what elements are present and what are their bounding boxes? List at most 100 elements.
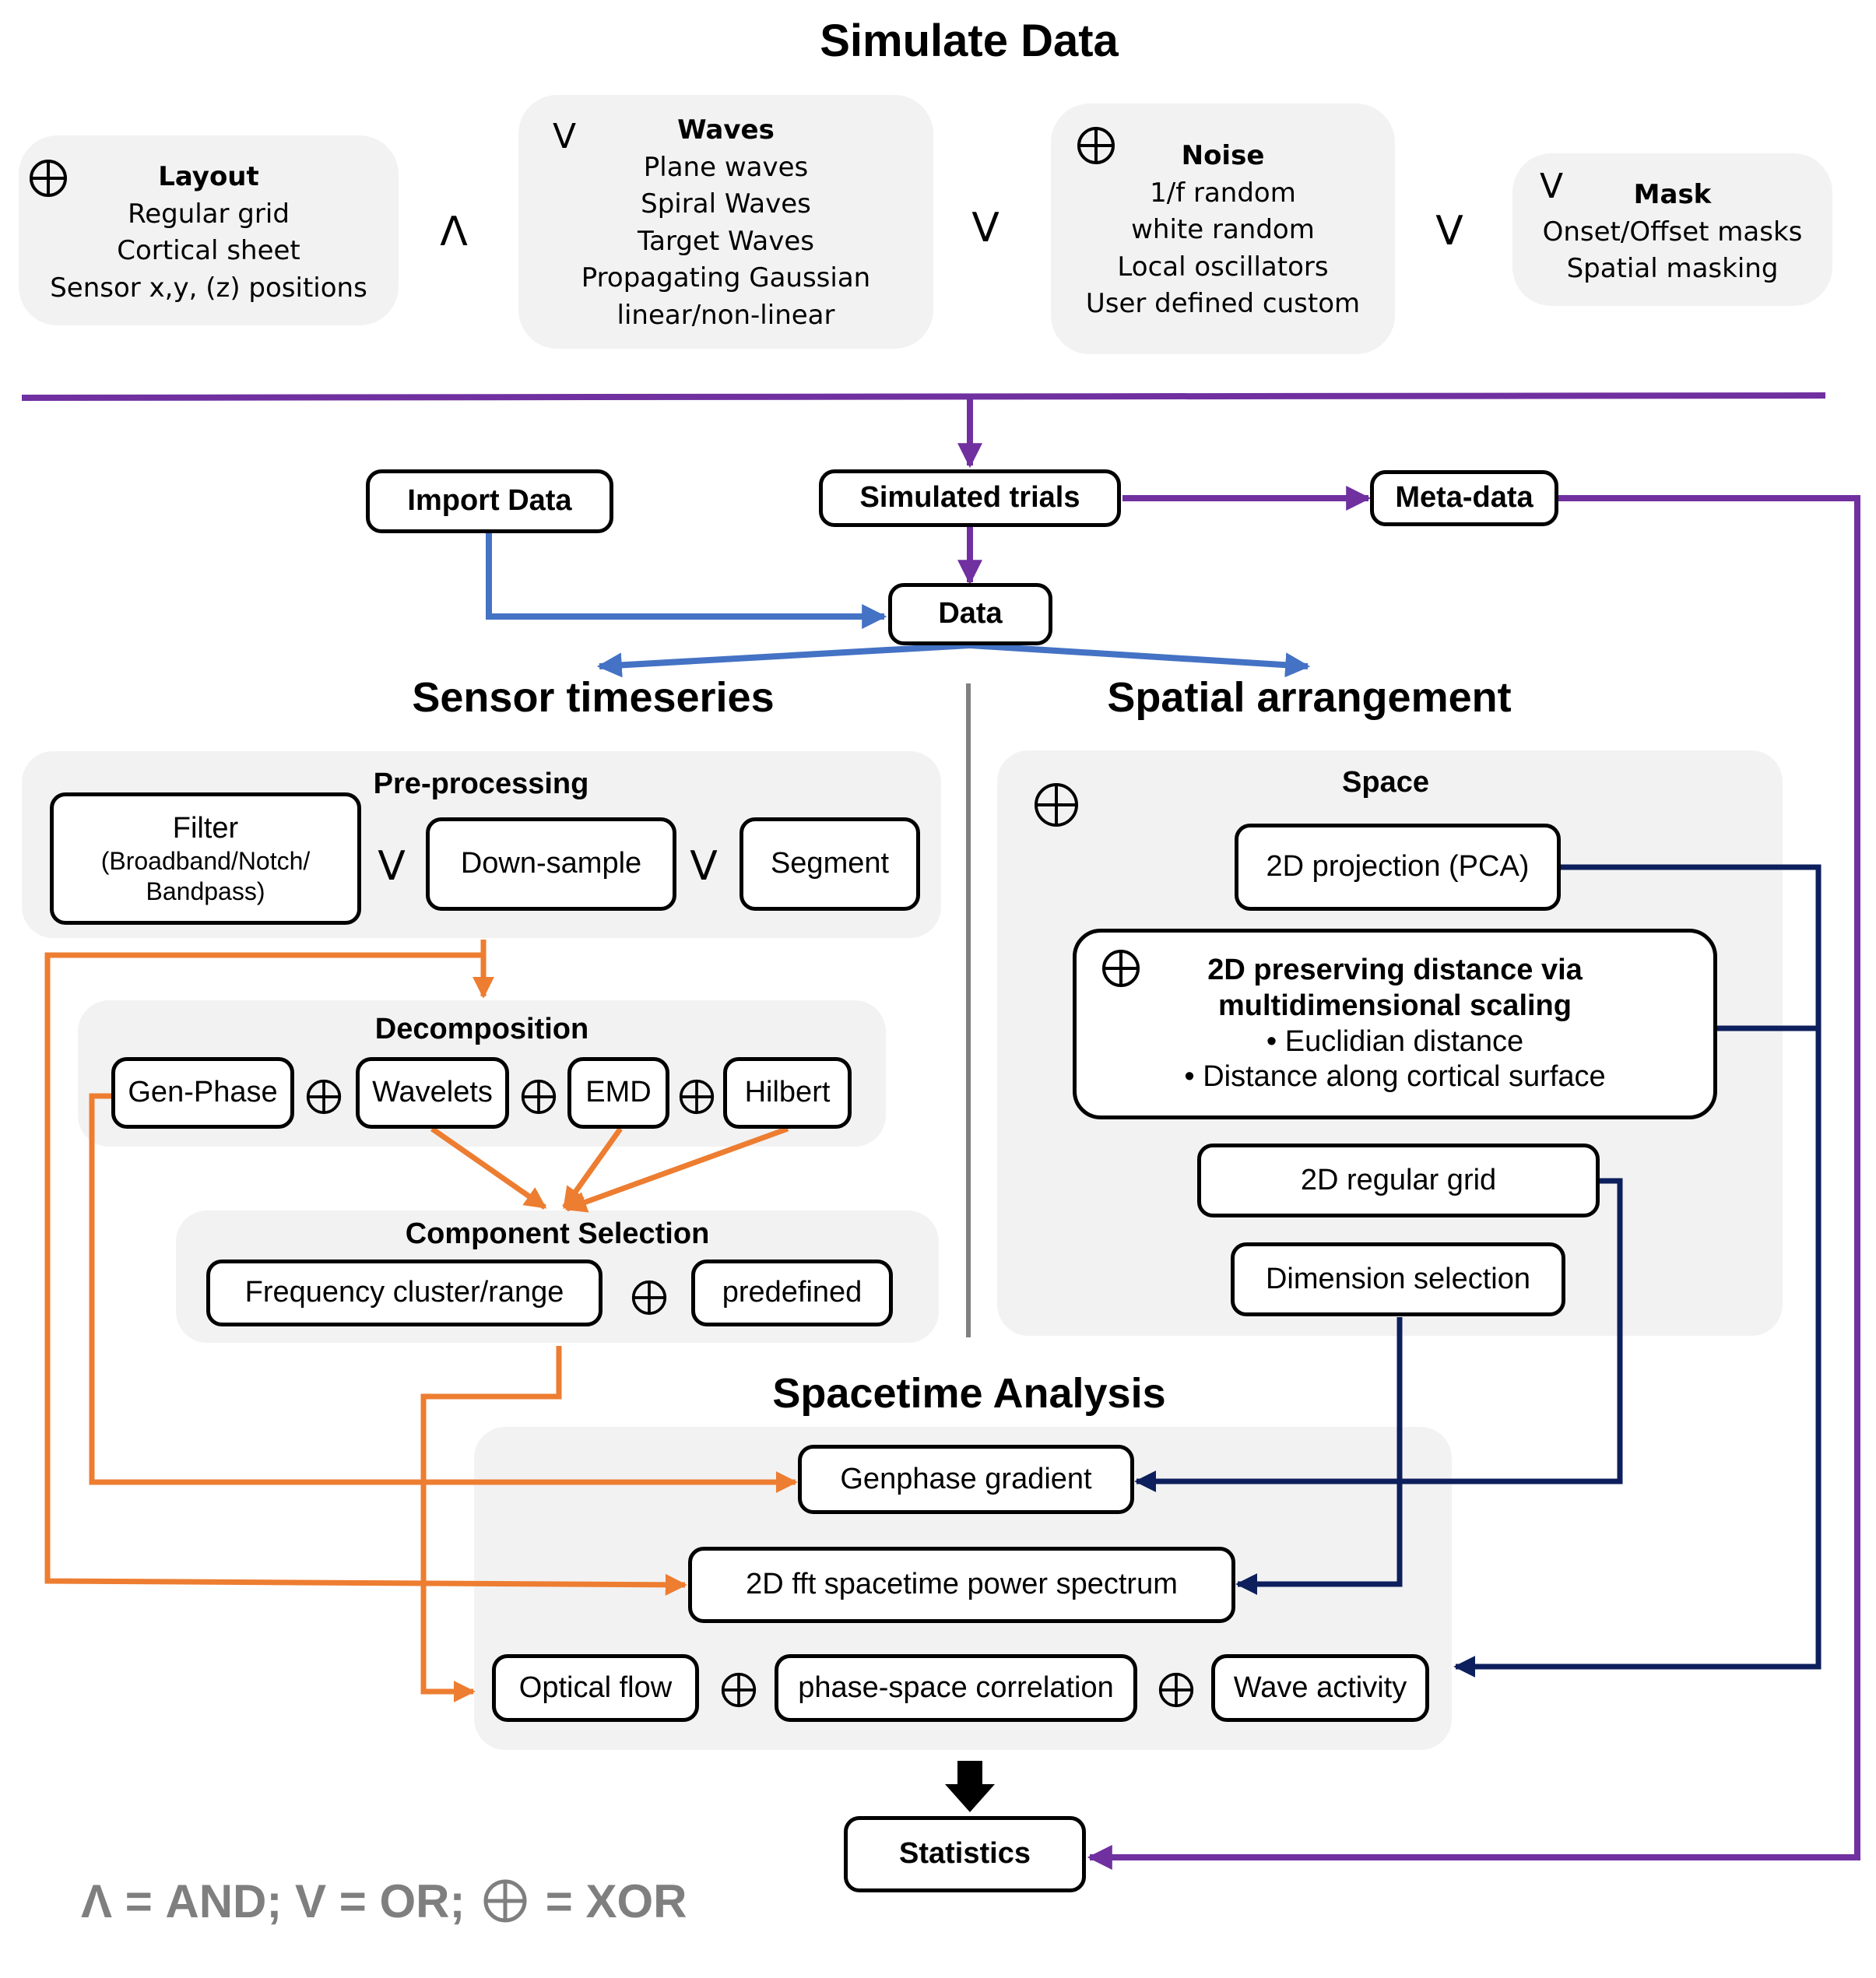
simulated-trials-label: Simulated trials bbox=[859, 481, 1080, 515]
card-noise-heading: Noise bbox=[1181, 140, 1265, 171]
title-spacetime-analysis: Spacetime Analysis bbox=[772, 1370, 1166, 1417]
mds-bullet-text: Distance along cortical surface bbox=[1203, 1060, 1606, 1094]
card-layout-line: Cortical sheet bbox=[117, 235, 300, 267]
card-mask-heading: Mask bbox=[1633, 179, 1712, 210]
or-operator: V bbox=[1539, 167, 1564, 206]
optical-flow-node[interactable]: Optical flow bbox=[492, 1654, 699, 1722]
genphase-gradient-label: Genphase gradient bbox=[840, 1462, 1092, 1495]
card-noise-line: 1/f random bbox=[1150, 177, 1296, 209]
meta-data-label: Meta-data bbox=[1395, 481, 1533, 515]
pca-label: 2D projection (PCA) bbox=[1266, 850, 1530, 884]
decomposition-title: Decomposition bbox=[374, 1013, 589, 1045]
purple-wires bbox=[21, 392, 1860, 1870]
wave-activity-label: Wave activity bbox=[1233, 1671, 1407, 1704]
card-noise-line: Local oscillators bbox=[1117, 251, 1329, 283]
wire-data-to-sensor bbox=[596, 642, 971, 678]
wire-selection-to-optical-flow bbox=[420, 1346, 562, 1702]
xor-icon bbox=[679, 1079, 715, 1115]
card-waves: Waves Plane waves Spiral Waves Target Wa… bbox=[518, 95, 933, 349]
fft-node[interactable]: 2D fft spacetime power spectrum bbox=[688, 1547, 1235, 1623]
title-sensor-timeseries: Sensor timeseries bbox=[412, 674, 775, 721]
or-operator: V bbox=[1435, 208, 1463, 255]
card-mask-line: Onset/Offset masks bbox=[1542, 216, 1803, 248]
wavelets-node[interactable]: Wavelets bbox=[356, 1057, 509, 1129]
card-waves-line: Target Waves bbox=[637, 225, 815, 257]
card-waves-line: Spiral Waves bbox=[641, 188, 811, 220]
data-node[interactable]: Data bbox=[888, 583, 1052, 645]
segment-label: Segment bbox=[770, 847, 890, 880]
xor-icon bbox=[1158, 1672, 1194, 1708]
regular-grid-node[interactable]: 2D regular grid bbox=[1197, 1144, 1600, 1217]
legend-xor: = XOR bbox=[545, 1875, 687, 1927]
xor-icon bbox=[306, 1079, 342, 1115]
downsample-node[interactable]: Down-sample bbox=[426, 817, 676, 911]
card-layout-heading: Layout bbox=[158, 161, 259, 192]
card-waves-line: Propagating Gaussian bbox=[581, 262, 871, 294]
wire-emd-to-selection bbox=[562, 1126, 623, 1210]
hilbert-node[interactable]: Hilbert bbox=[723, 1057, 852, 1129]
predefined-node[interactable]: predefined bbox=[691, 1260, 893, 1326]
filter-node[interactable]: Filter (Broadband/Notch/ Bandpass) bbox=[50, 792, 361, 925]
frequency-node[interactable]: Frequency cluster/range bbox=[206, 1260, 602, 1326]
hilbert-label: Hilbert bbox=[744, 1076, 831, 1109]
space-title: Space bbox=[1342, 766, 1429, 799]
import-data-node[interactable]: Import Data bbox=[366, 469, 613, 533]
card-layout-line: Sensor x,y, (z) positions bbox=[50, 272, 367, 304]
wavelets-label: Wavelets bbox=[372, 1076, 493, 1109]
wire-meta-to-statistics bbox=[1087, 495, 1860, 1870]
or-operator: V bbox=[378, 843, 406, 890]
and-operator: Λ bbox=[440, 209, 468, 255]
legend-and-or: Λ = AND; V = OR; bbox=[81, 1875, 465, 1927]
mds-bullet: • Distance along cortical surface bbox=[1184, 1060, 1606, 1094]
data-label: Data bbox=[938, 597, 1003, 631]
card-noise-line: User defined custom bbox=[1085, 288, 1361, 320]
wire-pca-to-wave-activity bbox=[1453, 864, 1822, 1678]
separator-line bbox=[21, 392, 1826, 401]
card-layout: Layout Regular grid Cortical sheet Senso… bbox=[19, 135, 399, 325]
mds-node[interactable]: 2D preserving distance via multidimensio… bbox=[1073, 929, 1717, 1119]
phase-space-node[interactable]: phase-space correlation bbox=[775, 1654, 1137, 1722]
wire-dimension-to-fft bbox=[1235, 1317, 1403, 1595]
pca-node[interactable]: 2D projection (PCA) bbox=[1235, 824, 1561, 911]
meta-data-node[interactable]: Meta-data bbox=[1370, 470, 1558, 526]
card-noise-line: white random bbox=[1131, 214, 1315, 246]
dimension-selection-label: Dimension selection bbox=[1265, 1262, 1531, 1295]
xor-icon bbox=[721, 1672, 757, 1708]
component-selection-title: Component Selection bbox=[405, 1217, 710, 1250]
mds-title: 2D preserving distance via bbox=[1207, 954, 1583, 987]
statistics-node[interactable]: Statistics bbox=[844, 1816, 1086, 1892]
xor-icon bbox=[1077, 127, 1115, 164]
filter-detail: (Broadband/Notch/ bbox=[100, 847, 311, 876]
card-mask-line: Spatial masking bbox=[1566, 253, 1779, 285]
mds-bullet: • Euclidian distance bbox=[1266, 1024, 1524, 1058]
genphase-gradient-node[interactable]: Genphase gradient bbox=[798, 1445, 1134, 1514]
blue-wires bbox=[486, 531, 1311, 678]
wire-wavelets-to-selection bbox=[430, 1126, 547, 1210]
title-simulate-data: Simulate Data bbox=[820, 16, 1119, 66]
xor-icon bbox=[30, 160, 67, 197]
import-data-label: Import Data bbox=[407, 484, 572, 518]
title-spatial-arrangement: Spatial arrangement bbox=[1107, 674, 1512, 721]
card-waves-line: Plane waves bbox=[643, 151, 809, 183]
wire-import-to-data bbox=[486, 531, 887, 629]
frequency-label: Frequency cluster/range bbox=[244, 1276, 564, 1309]
preprocessing-title: Pre-processing bbox=[373, 768, 589, 800]
dimension-selection-node[interactable]: Dimension selection bbox=[1231, 1242, 1565, 1316]
filter-label: Filter bbox=[172, 811, 239, 845]
downsample-label: Down-sample bbox=[460, 847, 642, 880]
wire-grid-to-gradient bbox=[1134, 1178, 1623, 1492]
wire-data-to-spatial bbox=[969, 642, 1311, 678]
wave-activity-node[interactable]: Wave activity bbox=[1211, 1654, 1429, 1722]
simulated-trials-node[interactable]: Simulated trials bbox=[819, 469, 1121, 527]
emd-node[interactable]: EMD bbox=[567, 1057, 669, 1129]
regular-grid-label: 2D regular grid bbox=[1300, 1163, 1497, 1196]
wire-hilbert-to-selection bbox=[564, 1126, 789, 1213]
gen-phase-node[interactable]: Gen-Phase bbox=[111, 1057, 294, 1129]
xor-icon bbox=[1035, 783, 1078, 827]
mds-title: multidimensional scaling bbox=[1218, 989, 1572, 1022]
mds-bullet-text: Euclidian distance bbox=[1284, 1024, 1524, 1058]
segment-node[interactable]: Segment bbox=[740, 817, 920, 911]
navy-wires bbox=[1134, 864, 1822, 1678]
